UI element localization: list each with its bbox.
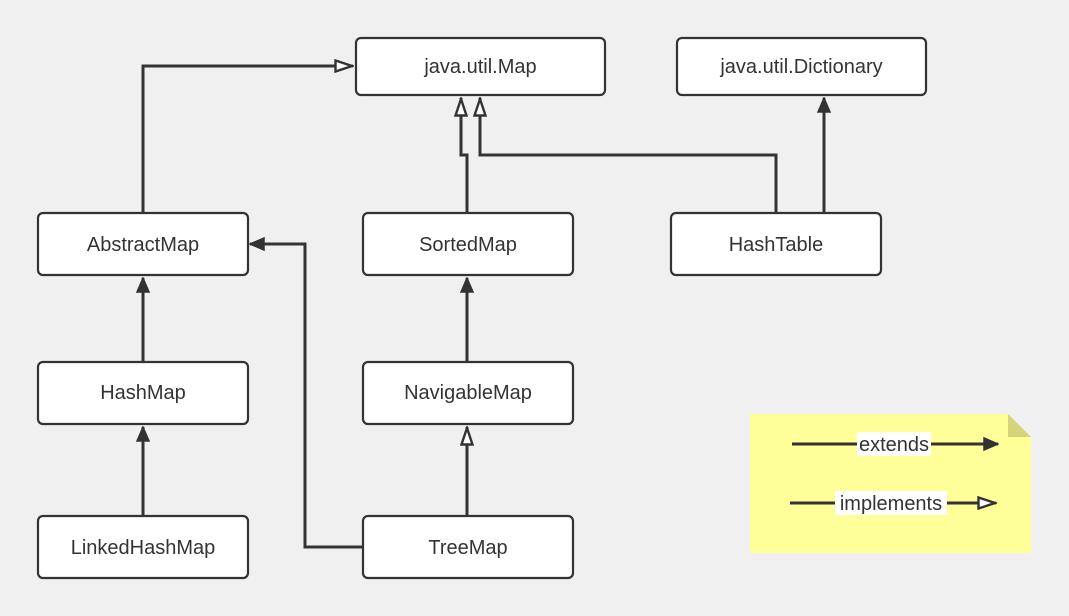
node-sorted-map[interactable]: SortedMap xyxy=(361,211,575,277)
legend-note: extends implements xyxy=(750,414,1031,553)
edge-treemap-extends-abstractmap xyxy=(250,244,362,549)
node-java-util-dictionary[interactable]: java.util.Dictionary xyxy=(675,36,928,97)
node-navigable-map[interactable]: NavigableMap xyxy=(361,360,575,426)
node-label-abstract-map: AbstractMap xyxy=(87,234,199,256)
node-label-java-util-map: java.util.Map xyxy=(423,56,536,78)
node-label-hash-table: HashTable xyxy=(729,234,824,256)
node-tree-map[interactable]: TreeMap xyxy=(361,514,575,580)
node-abstract-map[interactable]: AbstractMap xyxy=(36,211,250,277)
node-label-java-util-dictionary: java.util.Dictionary xyxy=(719,56,882,78)
node-label-linked-hash-map: LinkedHashMap xyxy=(71,537,216,559)
node-hash-table[interactable]: HashTable xyxy=(669,211,883,277)
legend-note-background xyxy=(750,414,1031,553)
edge-hashtable-implements-map xyxy=(480,98,778,213)
node-label-sorted-map: SortedMap xyxy=(419,234,517,256)
node-label-tree-map: TreeMap xyxy=(428,537,507,559)
legend-extends-label: extends xyxy=(859,434,929,456)
edge-abstractmap-implements-map xyxy=(141,66,353,213)
node-java-util-map[interactable]: java.util.Map xyxy=(354,36,607,97)
node-label-navigable-map: NavigableMap xyxy=(404,382,532,404)
edge-sortedmap-to-map xyxy=(461,98,469,213)
node-hash-map[interactable]: HashMap xyxy=(36,360,250,426)
node-label-hash-map: HashMap xyxy=(100,382,186,404)
legend-note-fold xyxy=(1008,414,1031,437)
legend-implements-label: implements xyxy=(840,493,942,515)
node-linked-hash-map[interactable]: LinkedHashMap xyxy=(36,514,250,580)
